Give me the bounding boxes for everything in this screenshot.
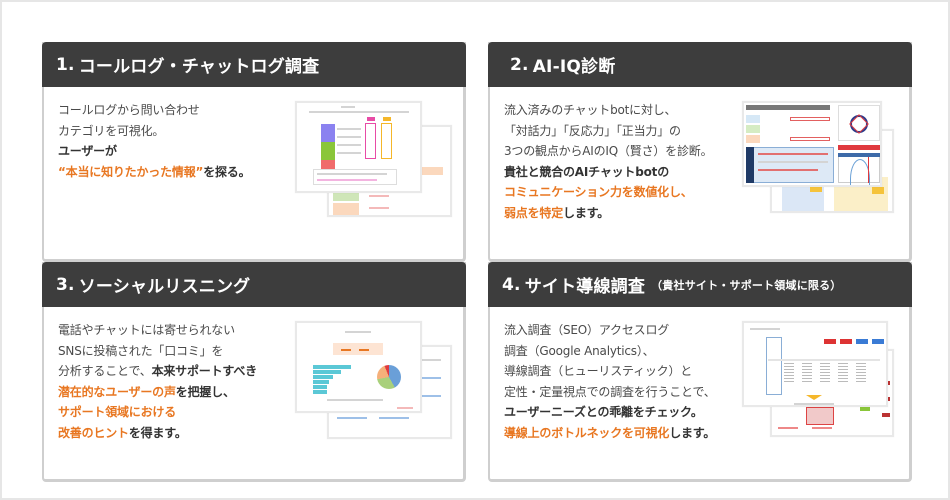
description-text: 流入調査（SEO）アクセスログ [504, 323, 670, 337]
report-page-front [742, 321, 888, 407]
description-line: 改善のヒントを得ます。 [58, 423, 283, 444]
card-description: 流入済みのチャットbotに対し、「対話力」「反応力」「正当力」の 3つの観点からA… [504, 100, 729, 224]
card-description: コールログから問い合わせカテゴリを可視化。ユーザーが “本当に知りたかった情報”を… [58, 100, 283, 182]
service-card-ai-iq: 2. AI-IQ診断 流入済みのチャットbotに対し、「対話力」「反応力」「正当… [488, 42, 912, 262]
card-title: ソーシャルリスニング [78, 277, 251, 297]
description-line: ユーザーニーズとの乖離をチェック。 [504, 402, 729, 423]
highlight-text: “本当に知りたかった情報” [58, 164, 204, 179]
description-text: 「対話力」「反応力」「正当力」の [504, 123, 681, 138]
description-text: 分析することで、 [58, 364, 152, 379]
description-line: 定性・定量視点での調査を行うことで、 [504, 382, 729, 403]
highlight-text: 改善のヒント [58, 425, 129, 440]
service-card-site-flow: 4. サイト導線調査 （貴社サイト・サポート領域に限る） 流入調査（SEO）アク… [488, 262, 912, 482]
bold-text: ユーザーニーズとの乖離をチェック。 [504, 405, 703, 420]
bold-text: を探る。 [203, 164, 251, 179]
card-header: 3. ソーシャルリスニング [42, 262, 466, 307]
card-header: 4. サイト導線調査 （貴社サイト・サポート領域に限る） [488, 262, 912, 307]
card-title: AI-IQ診断 [532, 57, 616, 77]
description-line: コミュニケーション力を数値化し、 [504, 182, 729, 203]
highlight-text: サポート領域における [58, 405, 177, 420]
card-title: コールログ・チャットログ調査 [78, 57, 320, 77]
card-header: 2. AI-IQ診断 [488, 42, 912, 87]
bold-text: 貴社と競合のAIチャットbotの [504, 164, 670, 179]
description-line: 弱点を特定します。 [504, 203, 729, 224]
description-line: 調査（Google Analytics）、 [504, 341, 729, 362]
description-line: 貴社と競合のAIチャットbotの [504, 162, 729, 183]
card-title: サイト導線調査 [524, 277, 646, 297]
description-line: 導線調査（ヒューリスティック）と [504, 361, 729, 382]
card-number: 2. [510, 54, 529, 75]
description-text: 流入済みのチャットbotに対し、 [504, 103, 677, 117]
social-listening-report-thumbnail [289, 319, 459, 447]
description-line: ユーザーが [58, 141, 283, 162]
bold-text: します。 [563, 205, 610, 220]
description-line: 電話やチャットには寄せられない [58, 320, 283, 341]
card-header: 1. コールログ・チャットログ調査 [42, 42, 466, 87]
card-subtitle: （貴社サイト・サポート領域に限る） [651, 278, 842, 292]
description-line: 潜在的なユーザーの声を把握し、 [58, 382, 283, 403]
highlight-text: 弱点を特定 [504, 205, 564, 220]
card-description: 流入調査（SEO）アクセスログ調査（Google Analytics）、導線調査… [504, 320, 729, 444]
description-line: 導線上のボトルネックを可視化します。 [504, 423, 729, 444]
bold-text: を把握し、 [175, 384, 235, 399]
description-line: 流入調査（SEO）アクセスログ [504, 320, 729, 341]
description-line: “本当に知りたかった情報”を探る。 [58, 162, 283, 183]
bold-text: を得ます。 [128, 425, 187, 440]
bold-text: 本来サポートすべき [151, 364, 258, 379]
highlight-text: 導線上のボトルネックを可視化 [504, 425, 670, 440]
service-card-social-listening: 3. ソーシャルリスニング 電話やチャットには寄せられない SNSに投稿された「口… [42, 262, 466, 482]
card-number: 3. [56, 274, 75, 295]
description-line: 分析することで、本来サポートすべき [58, 361, 283, 382]
highlight-text: コミュニケーション力を数値化し、 [504, 185, 693, 200]
description-text: 導線調査（ヒューリスティック）と [504, 364, 693, 379]
description-text: コールログから問い合わせ [58, 103, 200, 117]
report-page-front [295, 321, 422, 413]
report-page-front [295, 101, 422, 193]
site-flow-report-thumbnail [740, 319, 910, 447]
description-text: SNSに投稿された「口コミ」を [58, 343, 224, 358]
description-line: 流入済みのチャットbotに対し、 [504, 100, 729, 121]
description-line: カテゴリを可視化。 [58, 121, 283, 142]
description-text: 調査（Google Analytics）、 [504, 343, 655, 358]
highlight-text: 潜在的なユーザーの声 [58, 384, 176, 399]
bold-text: します。 [669, 425, 716, 440]
ai-iq-report-thumbnail [740, 99, 910, 227]
description-line: サポート領域における [58, 402, 283, 423]
service-card-call-log: 1. コールログ・チャットログ調査 コールログから問い合わせカテゴリを可視化。ユ… [42, 42, 466, 262]
bold-text: ユーザーが [58, 144, 117, 159]
card-number: 1. [56, 54, 75, 75]
description-text: 電話やチャットには寄せられない [58, 323, 235, 337]
description-line: 「対話力」「反応力」「正当力」の [504, 121, 729, 142]
call-log-report-thumbnail [289, 99, 459, 227]
report-page-front [742, 101, 882, 187]
description-line: 3つの観点からAIのIQ（賢さ）を診断。 [504, 141, 729, 162]
description-text: 定性・定量視点での調査を行うことで、 [504, 384, 716, 399]
description-line: SNSに投稿された「口コミ」を [58, 341, 283, 362]
description-text: 3つの観点からAIのIQ（賢さ）を診断。 [504, 144, 713, 159]
description-line: コールログから問い合わせ [58, 100, 283, 121]
description-text: カテゴリを可視化。 [58, 123, 165, 138]
card-number: 4. [502, 274, 521, 295]
